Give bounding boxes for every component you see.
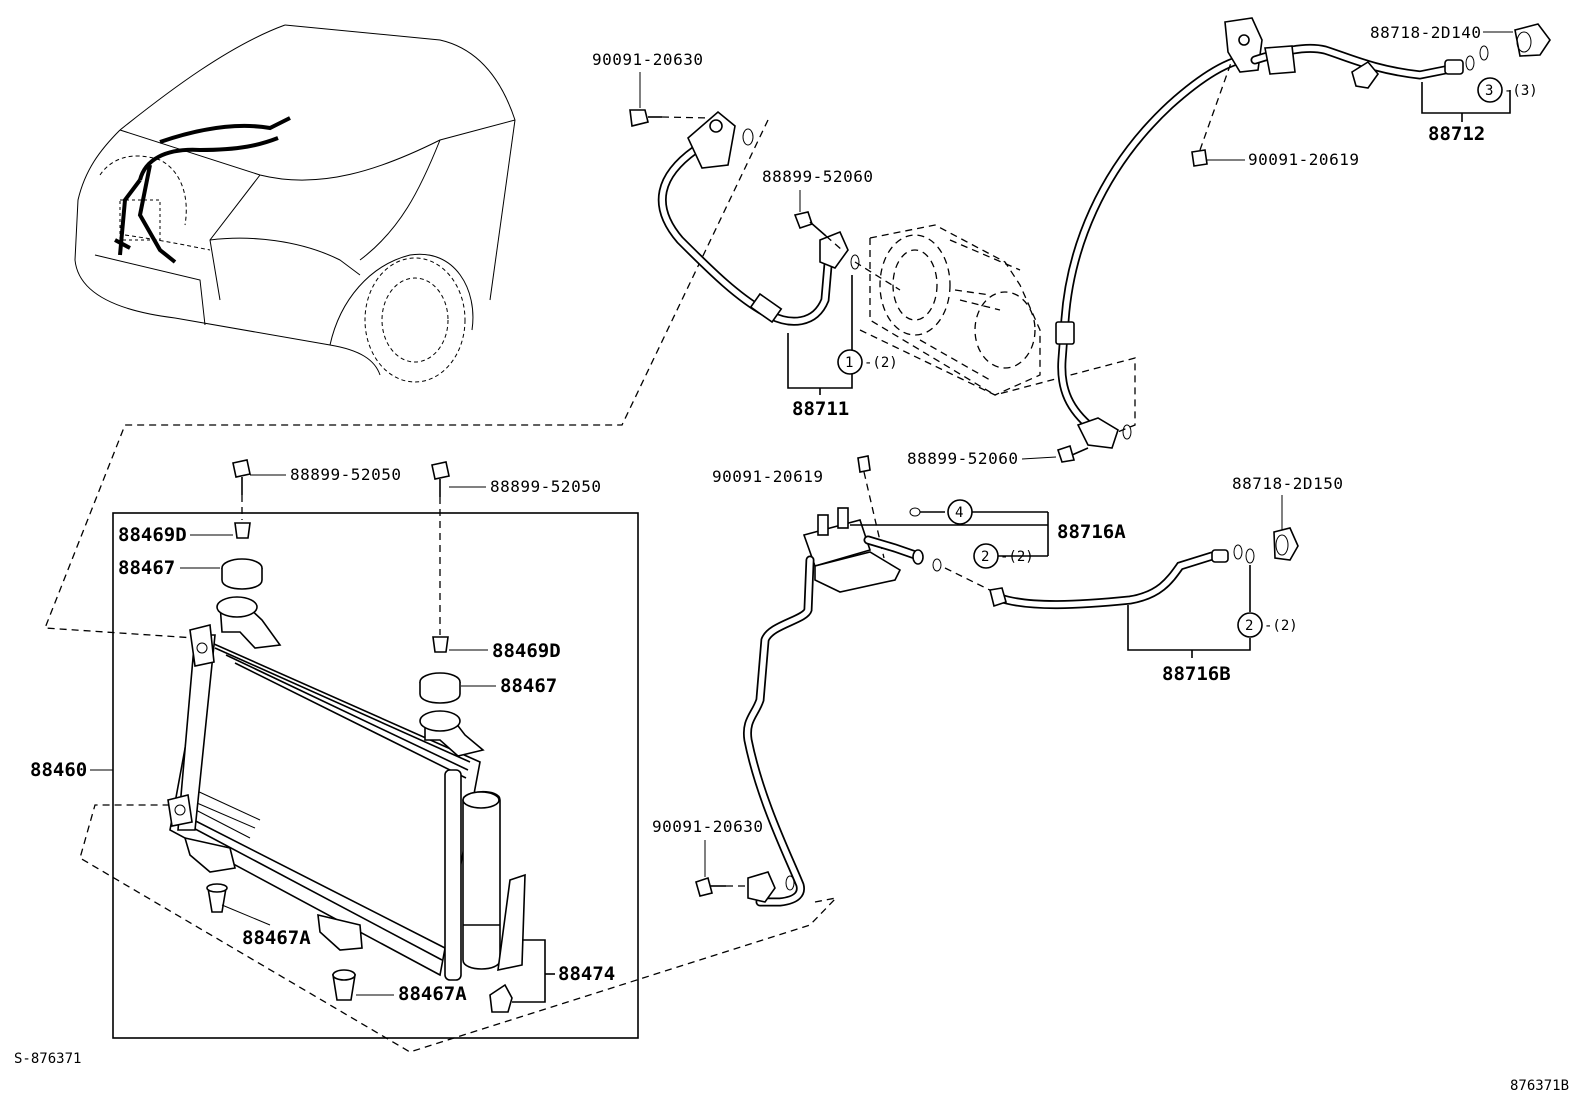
callout-circle-1 bbox=[837, 349, 863, 375]
callout-qty-2a: -(2) bbox=[1000, 549, 1034, 565]
suction-hose-88712 bbox=[1055, 17, 1551, 463]
label-bolt-cond-l: 88899-52050 bbox=[290, 465, 401, 484]
label-insulator-l: 88467 bbox=[118, 557, 175, 579]
liquid-tube-88716a bbox=[695, 455, 1049, 907]
label-grommet-a1: 88467A bbox=[242, 927, 311, 949]
condenser-88460 bbox=[167, 459, 526, 1013]
label-bolt-88899-mid: 88899-52060 bbox=[907, 449, 1018, 468]
label-bolt-88899-top: 88899-52060 bbox=[762, 167, 873, 186]
condenser-group-frame bbox=[112, 512, 639, 1039]
callout-number-3: 3 bbox=[1485, 83, 1493, 99]
label-sensor-top: 88718-2D140 bbox=[1370, 23, 1481, 42]
car-front-illustration bbox=[74, 24, 516, 383]
discharge-hose-88711 bbox=[629, 109, 901, 395]
label-hose-88711: 88711 bbox=[792, 398, 849, 420]
label-condenser: 88460 bbox=[30, 759, 87, 781]
liquid-pipe-88716b bbox=[989, 495, 1299, 658]
callout-circle-2b bbox=[1237, 612, 1263, 638]
label-bracket-88474: 88474 bbox=[558, 963, 615, 985]
callout-pipe-to-condenser bbox=[79, 804, 838, 1053]
callout-qty-3: -(3) bbox=[1504, 83, 1538, 99]
callout-number-2a: 2 bbox=[981, 549, 989, 565]
callout-number-1: 1 bbox=[845, 355, 853, 371]
callout-circle-3 bbox=[1477, 77, 1503, 103]
label-bolt-mid-left: 90091-20619 bbox=[712, 467, 823, 486]
callout-qty-1: -(2) bbox=[864, 355, 898, 371]
label-grommet-a2: 88467A bbox=[398, 983, 467, 1005]
footer-right-code: 876371B bbox=[1510, 1078, 1569, 1094]
label-hose-88712: 88712 bbox=[1428, 123, 1485, 145]
label-bolt-tr: 90091-20619 bbox=[1248, 150, 1359, 169]
label-pipe-88716b: 88716B bbox=[1162, 663, 1231, 685]
compressor bbox=[869, 224, 1041, 396]
callout-circle-4 bbox=[947, 499, 973, 525]
label-bolt-cond-r: 88899-52050 bbox=[490, 477, 601, 496]
label-bolt-bottom: 90091-20630 bbox=[652, 817, 763, 836]
footer-left-code: S-876371 bbox=[14, 1051, 81, 1067]
label-cushion-r: 88469D bbox=[492, 640, 561, 662]
label-cushion-l: 88469D bbox=[118, 524, 187, 546]
label-block-88716a: 88716A bbox=[1057, 521, 1126, 543]
label-bolt-tl: 90091-20630 bbox=[592, 50, 703, 69]
callout-circle-2a bbox=[973, 543, 999, 569]
label-sensor-mid: 88718-2D150 bbox=[1232, 474, 1343, 493]
callout-number-2b: 2 bbox=[1245, 618, 1253, 634]
callout-number-4: 4 bbox=[955, 505, 963, 521]
callout-qty-2b: -(2) bbox=[1264, 618, 1298, 634]
label-insulator-r: 88467 bbox=[500, 675, 557, 697]
